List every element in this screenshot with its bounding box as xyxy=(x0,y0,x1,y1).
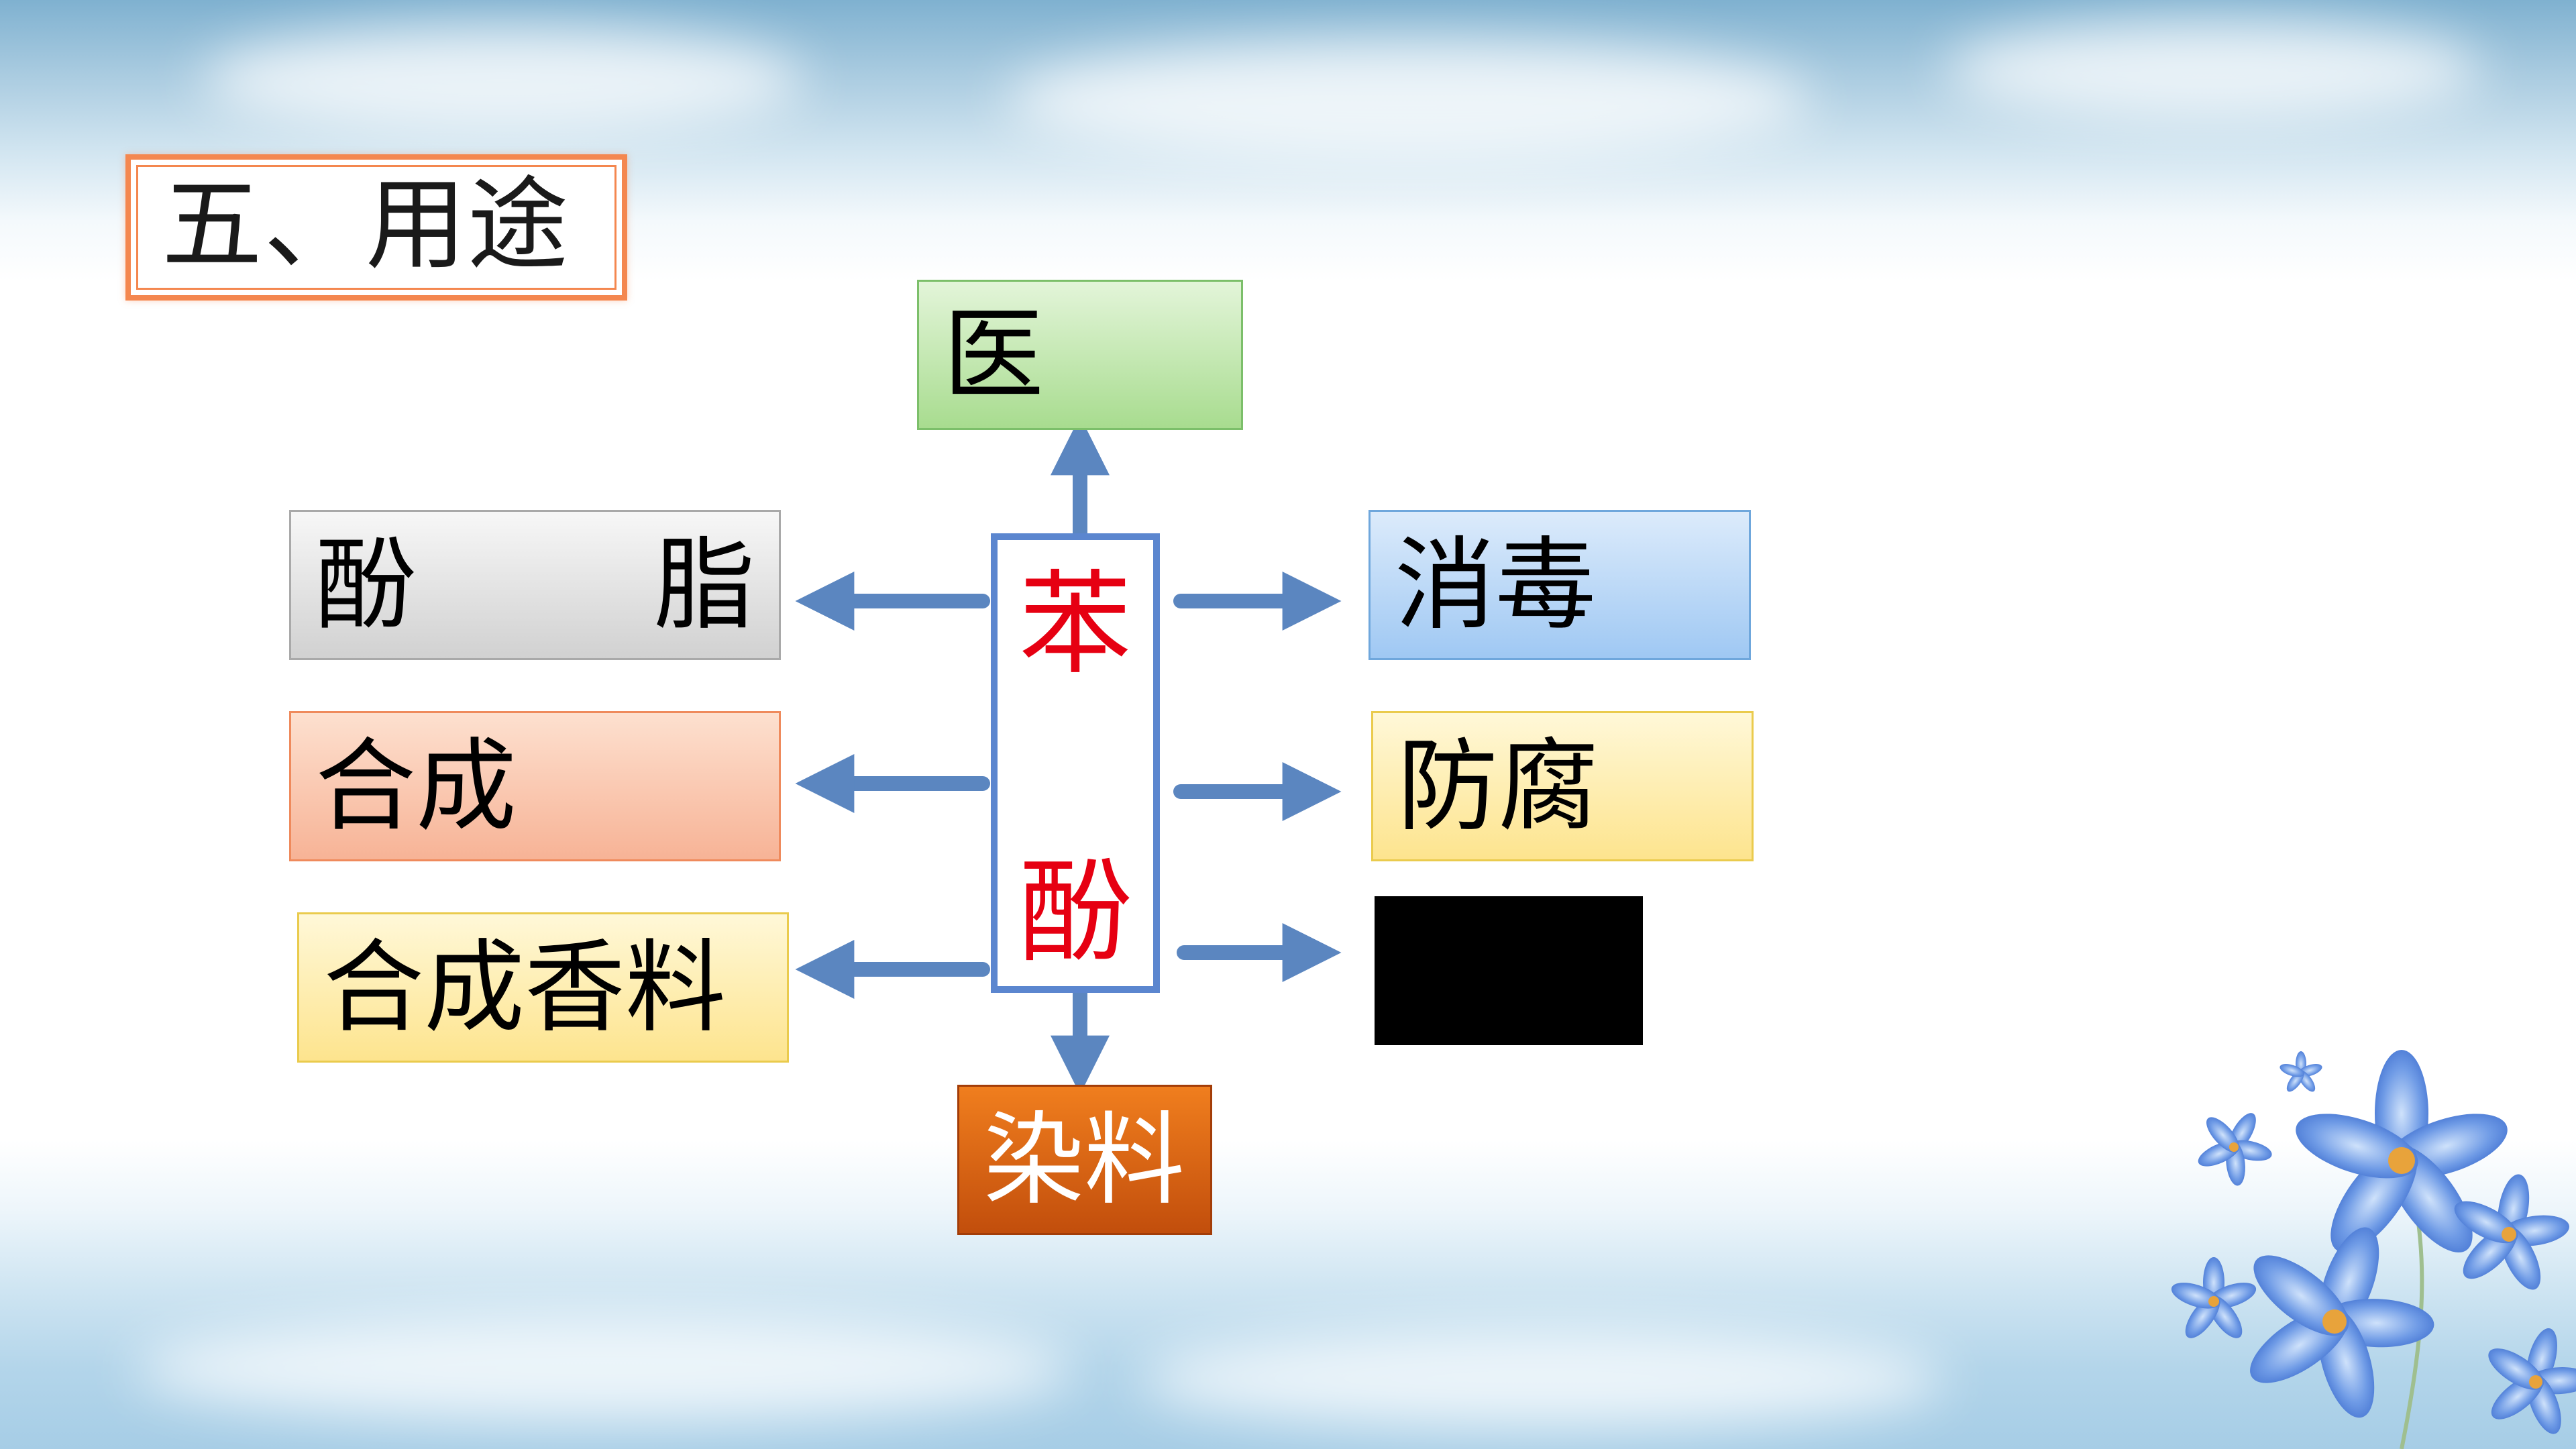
node-label: 消毒 xyxy=(1395,527,1597,644)
node-label: 防腐 xyxy=(1397,729,1599,845)
node-medicine: 医 xyxy=(917,280,1243,430)
cloud-decoration xyxy=(134,1315,1073,1422)
node-synthetic-fragrance: 合成香料 xyxy=(297,912,789,1063)
cloud-decoration xyxy=(1006,40,1811,161)
cloud-decoration xyxy=(1140,1328,1945,1429)
slide-title: 五、用途 xyxy=(162,167,570,284)
node-dye: 染料 xyxy=(957,1085,1212,1235)
node-phenolic-resin: 酚 脂 xyxy=(289,510,781,660)
node-label: 医 xyxy=(943,297,1044,414)
node-label-left-char: 酚 xyxy=(315,527,417,644)
node-label: 合成 xyxy=(315,729,517,845)
title-box-inner-border xyxy=(136,165,616,290)
center-char-ben: 苯 xyxy=(1019,559,1132,690)
node-disinfection: 消毒 xyxy=(1368,510,1751,660)
node-synthesis: 合成 xyxy=(289,711,781,861)
node-label-right-char: 脂 xyxy=(653,527,755,644)
node-label: 合成香料 xyxy=(323,930,727,1046)
node-hidden-redacted xyxy=(1375,896,1643,1045)
node-preservative: 防腐 xyxy=(1371,711,1754,861)
cloud-decoration xyxy=(1945,20,2482,121)
title-box: 五、用途 xyxy=(125,154,627,301)
cloud-decoration xyxy=(201,27,805,134)
node-label: 染料 xyxy=(983,1102,1185,1219)
center-node-phenol: 苯 酚 xyxy=(991,533,1160,993)
center-char-fen: 酚 xyxy=(1019,847,1132,978)
flower-decoration-icon xyxy=(2171,1050,2576,1449)
